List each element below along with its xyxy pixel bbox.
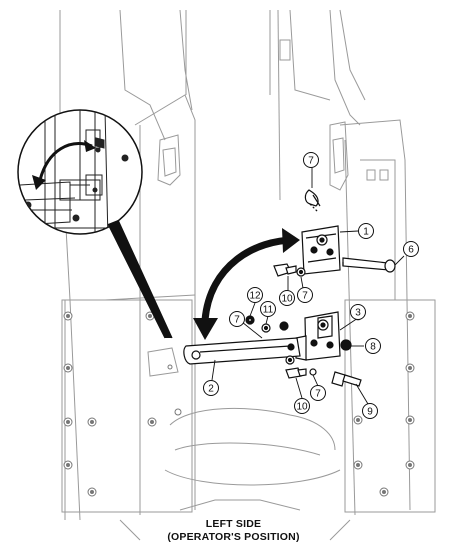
swing-arm bbox=[183, 337, 301, 365]
caption-line-2: (OPERATOR'S POSITION) bbox=[167, 531, 300, 543]
callout-5: 7 bbox=[303, 152, 319, 168]
svg-text:7: 7 bbox=[315, 389, 321, 400]
callout-4: 6 bbox=[403, 241, 419, 257]
svg-text:7: 7 bbox=[308, 156, 314, 167]
callout-1: 1 bbox=[358, 223, 374, 239]
hinge-bracket-upper bbox=[301, 225, 341, 275]
svg-text:1: 1 bbox=[363, 227, 369, 238]
svg-text:10: 10 bbox=[296, 402, 308, 413]
svg-text:2: 2 bbox=[208, 384, 214, 395]
callout-10-lower: 10 bbox=[294, 398, 310, 414]
svg-text:11: 11 bbox=[263, 305, 274, 316]
cotter-pin bbox=[304, 189, 319, 207]
callout-6: 7 bbox=[229, 311, 245, 327]
callout-9: 9 bbox=[362, 403, 378, 419]
caption-line-1: LEFT SIDE bbox=[205, 518, 262, 530]
svg-text:6: 6 bbox=[408, 245, 414, 256]
svg-text:10: 10 bbox=[281, 294, 293, 305]
svg-text:12: 12 bbox=[249, 291, 261, 302]
callout-7-lower: 7 bbox=[310, 385, 326, 401]
svg-text:7: 7 bbox=[234, 315, 240, 326]
callout-7-upper: 7 bbox=[297, 287, 313, 303]
callout-11: 11 bbox=[260, 301, 276, 317]
svg-text:3: 3 bbox=[355, 308, 361, 319]
machine-background bbox=[59, 9, 436, 541]
bolt-lower-right bbox=[331, 371, 346, 387]
detail-view bbox=[17, 109, 173, 339]
svg-text:9: 9 bbox=[367, 407, 373, 418]
svg-text:8: 8 bbox=[370, 342, 376, 353]
callout-leaders bbox=[211, 168, 405, 405]
hinge-pin bbox=[342, 257, 390, 271]
svg-text:7: 7 bbox=[302, 291, 308, 302]
callout-12: 12 bbox=[247, 287, 263, 303]
callout-10-upper: 10 bbox=[279, 290, 295, 306]
callout-8: 8 bbox=[365, 338, 381, 354]
callout-2: 2 bbox=[203, 380, 219, 396]
swing-arrow bbox=[193, 228, 300, 340]
callout-3: 3 bbox=[350, 304, 366, 320]
panel-bolts bbox=[63, 311, 415, 497]
parts bbox=[183, 189, 396, 387]
callout-bubbles: 7 1 6 10 7 12 11 7 3 8 2 7 10 9 bbox=[203, 152, 419, 419]
